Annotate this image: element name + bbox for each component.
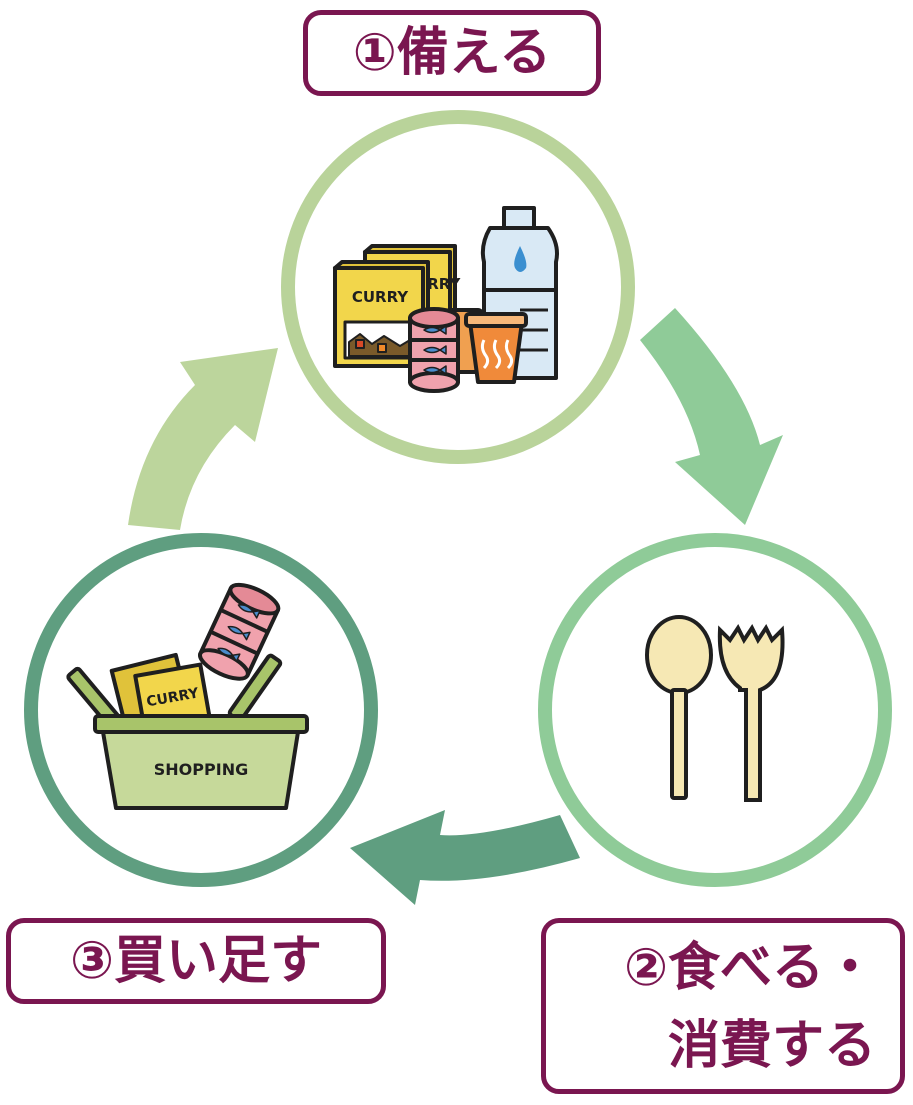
step-2-text-line1: ②食べる・ <box>623 938 876 998</box>
step-2-label: ②食べる・ 消費する <box>541 918 905 1094</box>
curry-box-front-label: CURRY <box>352 288 409 306</box>
shopping-basket-icon: CURRY SHOPPING <box>66 582 309 810</box>
spoon-icon <box>645 615 713 800</box>
fish-can-icon <box>408 307 460 393</box>
step-3-text: ③買い足す <box>69 931 323 991</box>
arrow-eat-to-buy <box>350 810 580 905</box>
step-2-text-line2: 消費する <box>667 1016 876 1076</box>
circle-eat <box>538 533 892 887</box>
basket-label: SHOPPING <box>154 760 248 779</box>
step-1-text: ①備える <box>352 23 552 83</box>
spoon-and-fork-icon <box>645 615 785 802</box>
step-1-label: ①備える <box>303 10 601 96</box>
arrow-buy-to-stock <box>128 348 278 530</box>
fork-icon <box>717 624 785 802</box>
self-heating-cup-icon <box>464 312 528 384</box>
emergency-food-stock-icon: CURRY CURRY <box>333 206 559 393</box>
basket-fish-can-icon <box>198 582 281 681</box>
step-3-label: ③買い足す <box>6 918 386 1004</box>
arrow-stock-to-eat <box>640 308 783 525</box>
